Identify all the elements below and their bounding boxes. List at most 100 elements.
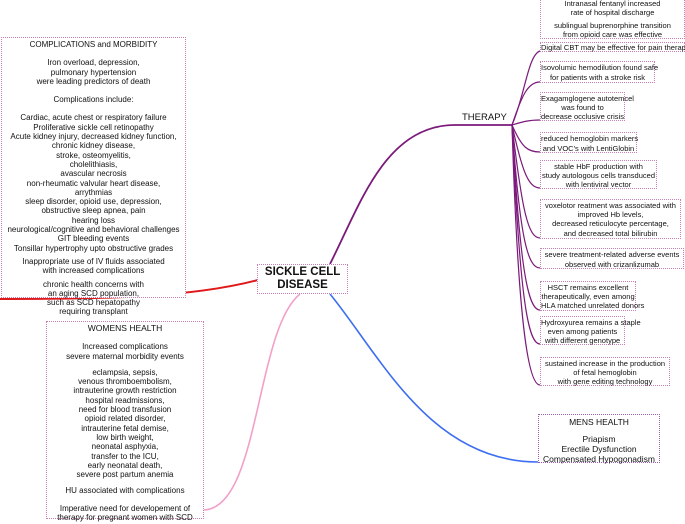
complication-item: obstructive sleep apnea, pain bbox=[41, 206, 146, 216]
womens-complication-item: eclampsia, sepsis, bbox=[92, 367, 158, 377]
therapy-connector-6 bbox=[511, 124, 684, 269]
complication-item: sleep disorder, opioid use, depression, bbox=[25, 197, 162, 207]
womens-complication-item: severe post partum anemia bbox=[76, 470, 174, 480]
womens-complication-item: need for blood transfusion bbox=[78, 405, 172, 415]
therapy-item-line: decrease occlusive crisis bbox=[541, 112, 624, 121]
complications-box[interactable]: COMPLICATIONS and MORBIDITY Iron overloa… bbox=[1, 37, 186, 316]
therapy-connector-3 bbox=[511, 124, 637, 153]
complications-para1-line: Iron overload, depression, bbox=[47, 58, 140, 68]
therapy-pain-line: Intranasal fentanyl increased bbox=[564, 0, 661, 8]
therapy-pain-box[interactable]: Intranasal fentanyl increased rate of ho… bbox=[540, 0, 685, 39]
complications-para2-title: Complications include: bbox=[53, 95, 134, 105]
complications-para1-line: pulmonary hypertension bbox=[50, 67, 137, 77]
therapy-item-line: observed with crizanlizumab bbox=[564, 259, 660, 269]
therapy-item-1[interactable]: Isovolumic hemodilution found safe for p… bbox=[540, 61, 659, 83]
therapy-item-line: stable HbF production with bbox=[554, 162, 643, 171]
womens-complication-item: neonatal asphyxia, bbox=[91, 442, 159, 452]
womens-complication-item: transfer to the ICU, bbox=[91, 451, 159, 461]
complications-para1-line: were leading predictors of death bbox=[36, 76, 151, 86]
womens-complication-item: intrauterine fetal demise, bbox=[81, 423, 169, 433]
therapy-connector-5 bbox=[511, 124, 681, 239]
complications-para3-line: Inappropriate use of IV fluids associate… bbox=[22, 256, 165, 266]
complications-para4-line: requiring transplant bbox=[59, 307, 128, 317]
complication-item: Proliferative sickle cell retinopathy bbox=[33, 122, 154, 132]
complication-item: non-rheumatic valvular heart disease, bbox=[26, 178, 161, 188]
therapy-item-line: with lentiviral vector bbox=[565, 180, 632, 189]
therapy-connector-4 bbox=[511, 124, 657, 189]
complication-item: chronic kidney disease, bbox=[51, 141, 136, 151]
therapy-item-line: even among patients bbox=[547, 327, 618, 336]
womens-para4-line: Imperative need for developement of bbox=[59, 503, 191, 513]
therapy-item-line: HLA matched unrelated donors bbox=[541, 301, 645, 311]
womens-para1-line: severe maternal morbidity events bbox=[66, 351, 184, 361]
central-topic-line2: DISEASE bbox=[277, 279, 328, 291]
therapy-sub-connectors bbox=[511, 50, 685, 386]
mens-connector bbox=[329, 293, 660, 463]
therapy-trunk bbox=[329, 124, 512, 265]
complication-item: Cardiac, acute chest or respiratory fail… bbox=[20, 113, 167, 123]
therapy-item-0[interactable]: Digital CBT may be effective for pain th… bbox=[540, 42, 685, 52]
central-topic[interactable]: SICKLE CELL DISEASE bbox=[257, 264, 348, 294]
womens-health-box[interactable]: WOMENS HEALTH Increased complications se… bbox=[46, 321, 204, 523]
womens-para1-line: Increased complications bbox=[82, 342, 168, 352]
womens-complication-item: venous thromboembolism, bbox=[78, 377, 172, 387]
therapy-item-line: with gene editing technology bbox=[557, 377, 653, 386]
therapy-item-line: was found to bbox=[561, 103, 604, 112]
therapy-item-line: improved Hb levels, bbox=[577, 210, 644, 220]
therapy-label[interactable]: THERAPY bbox=[462, 112, 507, 123]
therapy-item-line: reduced hemoglobin markers bbox=[541, 134, 639, 143]
mens-health-item: Erectile Dysfunction bbox=[561, 444, 637, 454]
complication-item: avascular necrosis bbox=[60, 169, 127, 179]
therapy-item-line: Hydroxyurea remains a staple bbox=[541, 318, 641, 327]
therapy-item-line: Digital CBT may be effective for pain th… bbox=[541, 43, 685, 52]
therapy-item-line: of fetal hemoglobin bbox=[573, 368, 637, 377]
therapy-item-line: and decreased total bilirubin bbox=[563, 228, 658, 238]
complication-item: cholelithiasis, bbox=[69, 159, 118, 169]
therapy-item-line: decreased reticulocyte percentage, bbox=[552, 219, 669, 229]
therapy-item-line: and VOC's with LentiGlobin bbox=[542, 143, 635, 153]
therapy-connector-1 bbox=[511, 81, 655, 126]
womens-complication-item: intrauterine growth restriction bbox=[73, 386, 177, 396]
therapy-item-3[interactable]: reduced hemoglobin markers and VOC's wit… bbox=[540, 132, 639, 153]
therapy-item-8[interactable]: Hydroxyurea remains a staple even among … bbox=[540, 316, 641, 345]
central-topic-line1: SICKLE CELL bbox=[264, 266, 341, 278]
womens-para4-line: therapy for pregnant women with SCD bbox=[57, 513, 193, 523]
therapy-item-9[interactable]: sustained increase in the production of … bbox=[540, 357, 670, 386]
complication-item: Tonsillar hypertrophy upto obstructive g… bbox=[13, 243, 174, 253]
therapy-item-2[interactable]: Exagamglogene autotemcel was found to de… bbox=[540, 92, 634, 121]
complications-para4-line: an aging SCD population, bbox=[47, 288, 140, 298]
mens-health-title: MENS HEALTH bbox=[569, 417, 629, 427]
womens-para3-line: HU associated with complications bbox=[65, 486, 185, 496]
therapy-item-line: Exagamglogene autotemcel bbox=[541, 94, 634, 103]
complications-para4-line: chronic health concerns with bbox=[43, 279, 144, 289]
therapy-item-7[interactable]: HSCT remains excellent therapeutically, … bbox=[540, 281, 645, 311]
complication-item: arrythmias bbox=[74, 187, 113, 197]
therapy-item-line: therapeutically, even among bbox=[541, 292, 635, 302]
mens-health-item: Priapism bbox=[582, 434, 616, 444]
womens-complication-item: opioid related disorder, bbox=[84, 414, 166, 424]
womens-health-title: WOMENS HEALTH bbox=[87, 323, 163, 333]
complications-para4-line: such as SCD hepatopathy bbox=[47, 298, 140, 308]
therapy-item-line: with different genotype bbox=[544, 336, 621, 345]
womens-connector bbox=[202, 293, 301, 511]
therapy-item-line: for patients with a stroke risk bbox=[549, 72, 646, 82]
therapy-connector-9 bbox=[511, 124, 670, 386]
therapy-pain-line: rate of hospital discharge bbox=[570, 7, 655, 17]
therapy-item-line: Isovolumic hemodilution found safe bbox=[541, 63, 659, 72]
womens-complication-item: hospital readmissions, bbox=[85, 395, 165, 405]
therapy-item-line: voxelotor reatment was associated with bbox=[545, 201, 676, 210]
complications-para3-line: with increased complications bbox=[42, 266, 145, 276]
therapy-pain-line: sublingual buprenorphine transition bbox=[554, 21, 671, 30]
womens-complication-item: early neonatal death, bbox=[87, 460, 163, 470]
complication-item: stroke, osteomyelitis, bbox=[56, 150, 131, 160]
therapy-item-line: study autologous cells transduced bbox=[542, 171, 655, 180]
therapy-item-6[interactable]: severe treatment-related adverse events … bbox=[540, 248, 684, 269]
womens-complication-item: low birth weight, bbox=[96, 432, 154, 442]
therapy-connector-8 bbox=[511, 124, 625, 345]
complication-item: GIT bleeding events bbox=[57, 234, 130, 244]
therapy-item-5[interactable]: voxelotor reatment was associated with i… bbox=[540, 199, 681, 239]
mens-health-box[interactable]: MENS HEALTH Priapism Erectile Dysfunctio… bbox=[538, 414, 660, 464]
therapy-item-4[interactable]: stable HbF production with study autolog… bbox=[540, 160, 657, 189]
complication-item: Acute kidney injury, decreased kidney fu… bbox=[10, 132, 177, 142]
